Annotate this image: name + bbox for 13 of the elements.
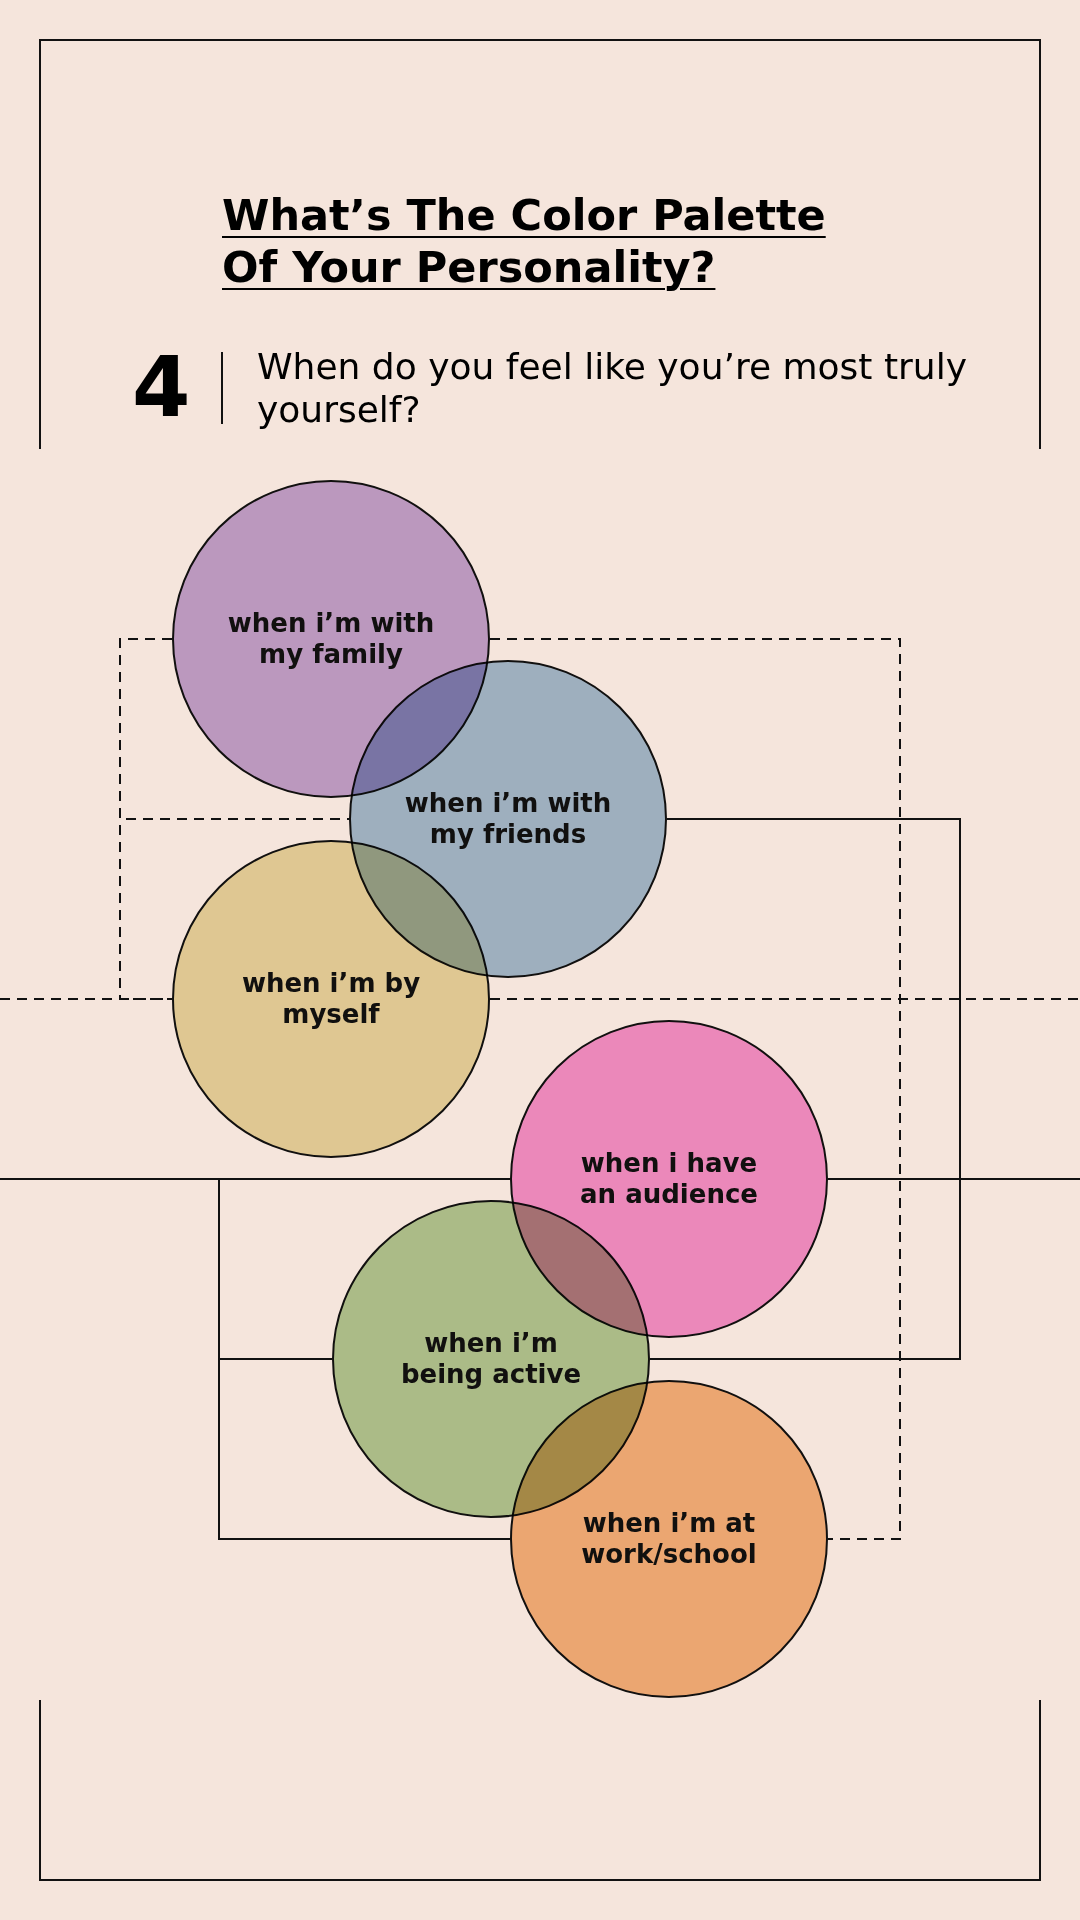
connector-line <box>119 638 173 1000</box>
circle-label: when i’m by myself <box>240 967 422 1031</box>
connector-line <box>218 1178 511 1540</box>
question-number: 4 <box>132 345 191 429</box>
connector-line <box>649 818 961 1360</box>
circle-label: when i have an audience <box>579 1147 759 1211</box>
title: What’s The Color Palette Of Your Personality? <box>222 190 827 294</box>
circle-label: when i’m at work/school <box>580 1507 758 1571</box>
question-text: When do you feel like you’re most truly yourself? <box>257 345 968 432</box>
circle-label: when i’m with my family <box>226 607 436 671</box>
circle-label: when i’m being active <box>399 1327 583 1391</box>
circle-label: when i’m with my friends <box>403 787 613 851</box>
connector-line <box>489 638 901 1540</box>
